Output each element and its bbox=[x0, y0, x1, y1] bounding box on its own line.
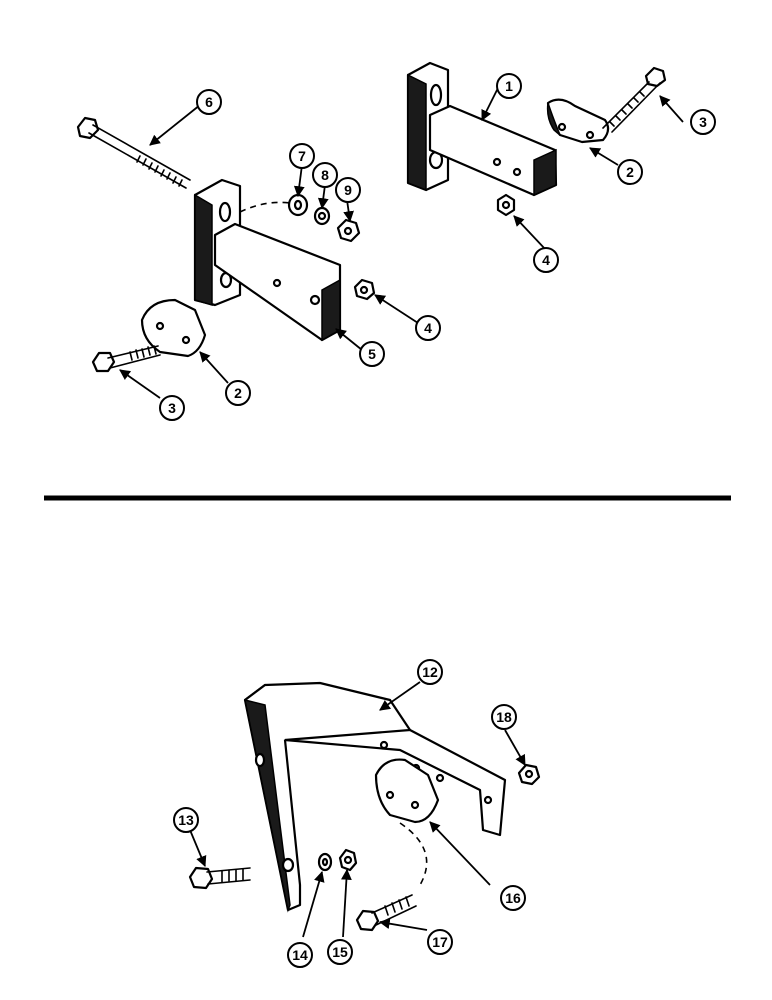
bolt-part-3-lower bbox=[91, 345, 161, 373]
svg-text:4: 4 bbox=[424, 320, 432, 336]
bolt-part-6 bbox=[76, 116, 191, 189]
bracket-part-1 bbox=[406, 61, 558, 197]
svg-text:5: 5 bbox=[368, 346, 376, 362]
svg-text:2: 2 bbox=[626, 164, 634, 180]
callout-9: 9 bbox=[335, 177, 361, 203]
washer-part-14 bbox=[317, 852, 333, 872]
svg-text:13: 13 bbox=[178, 812, 194, 828]
bracket-part-5 bbox=[193, 178, 342, 342]
svg-text:17: 17 bbox=[432, 934, 448, 950]
svg-text:3: 3 bbox=[168, 400, 176, 416]
nut-part-4-lower bbox=[353, 278, 376, 301]
clamp-part-16 bbox=[374, 758, 440, 824]
svg-text:12: 12 bbox=[422, 664, 438, 680]
nut-part-9 bbox=[336, 218, 361, 243]
bolt-part-3-upper bbox=[602, 66, 667, 133]
svg-text:18: 18 bbox=[496, 709, 512, 725]
nut-part-18 bbox=[517, 763, 541, 786]
callout-4-lower: 4 bbox=[415, 315, 441, 341]
callout-7: 7 bbox=[289, 143, 315, 169]
callout-8: 8 bbox=[312, 162, 338, 188]
callout-17: 17 bbox=[427, 929, 453, 955]
nut-part-15 bbox=[338, 848, 358, 872]
svg-text:14: 14 bbox=[292, 947, 308, 963]
callout-16: 16 bbox=[500, 885, 526, 911]
clamp-part-2-lower bbox=[140, 298, 207, 358]
callout-2-lower: 2 bbox=[225, 380, 251, 406]
u-bracket-part-12 bbox=[243, 681, 507, 913]
nut-part-4-upper bbox=[496, 193, 516, 217]
callout-3-lower: 3 bbox=[159, 395, 185, 421]
callout-1: 1 bbox=[496, 73, 522, 99]
bolt-part-17 bbox=[355, 894, 417, 932]
callout-14: 14 bbox=[287, 942, 313, 968]
callout-12: 12 bbox=[417, 659, 443, 685]
callout-18: 18 bbox=[491, 704, 517, 730]
svg-text:7: 7 bbox=[298, 148, 306, 164]
svg-text:4: 4 bbox=[542, 252, 550, 268]
washer-part-7 bbox=[287, 193, 309, 217]
svg-text:1: 1 bbox=[505, 78, 513, 94]
callout-15: 15 bbox=[327, 939, 353, 965]
lock-washer-part-8 bbox=[313, 206, 331, 226]
callout-4-upper: 4 bbox=[533, 247, 559, 273]
svg-text:16: 16 bbox=[505, 890, 521, 906]
callout-13: 13 bbox=[173, 807, 199, 833]
callout-5: 5 bbox=[359, 341, 385, 367]
assembly-path-upper bbox=[239, 201, 291, 213]
leader-lines bbox=[119, 87, 684, 938]
assembly-path-lower bbox=[399, 822, 428, 886]
svg-text:3: 3 bbox=[699, 114, 707, 130]
svg-text:6: 6 bbox=[205, 94, 213, 110]
svg-text:2: 2 bbox=[234, 385, 242, 401]
callout-2-upper: 2 bbox=[617, 159, 643, 185]
callout-6: 6 bbox=[196, 89, 222, 115]
svg-text:9: 9 bbox=[344, 182, 352, 198]
callout-3-upper: 3 bbox=[690, 109, 716, 135]
svg-text:15: 15 bbox=[332, 944, 348, 960]
svg-text:8: 8 bbox=[321, 167, 329, 183]
clamp-part-2-upper bbox=[546, 98, 610, 144]
bolt-part-13 bbox=[188, 866, 251, 890]
